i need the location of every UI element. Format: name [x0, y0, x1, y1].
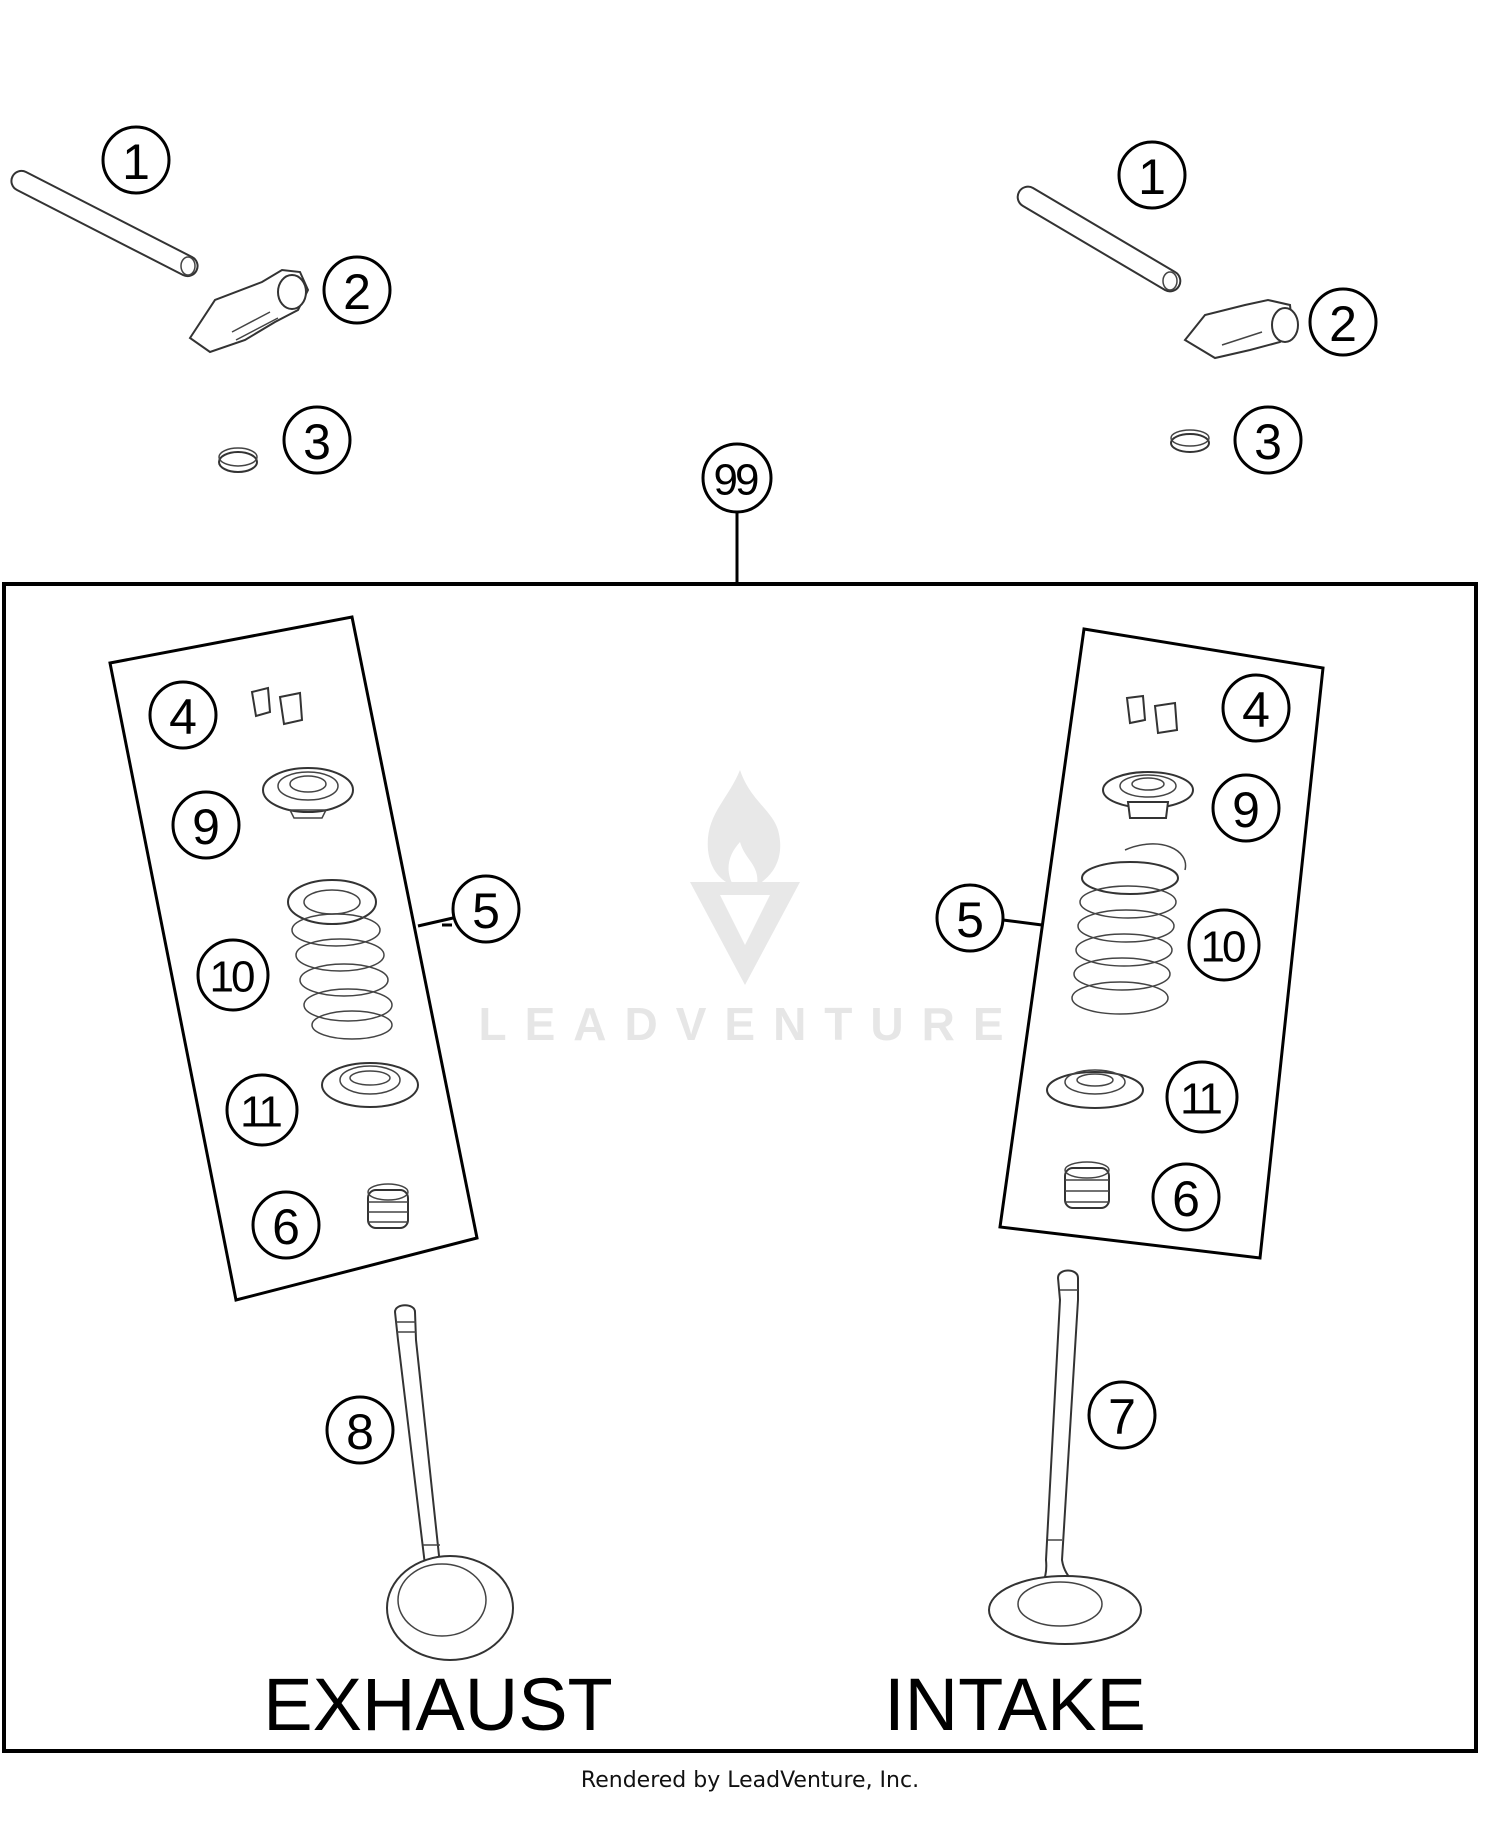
watermark: LEADVENTURE — [478, 770, 1021, 1050]
spring-seat-icon — [1046, 1069, 1144, 1109]
svg-text:1: 1 — [122, 134, 150, 190]
svg-text:5: 5 — [472, 883, 500, 939]
valve-keepers-icon — [1125, 694, 1179, 735]
footer-credit: Rendered by LeadVenture, Inc. — [580, 1768, 920, 1793]
rocker-arm-icon — [188, 268, 310, 354]
callout-10-intake: 10 — [1187, 908, 1261, 982]
callout-5-intake: 5 — [935, 883, 1005, 953]
callout-7-intake-valve: 7 — [1087, 1380, 1157, 1450]
svg-text:6: 6 — [272, 1199, 300, 1255]
callout-6-exhaust: 6 — [251, 1190, 321, 1260]
svg-text:5: 5 — [956, 892, 984, 948]
svg-text:4: 4 — [1242, 682, 1270, 738]
valve-spring-icon — [1071, 843, 1187, 1015]
callout-5-exhaust: 5 — [451, 874, 521, 944]
callout-6-intake: 6 — [1151, 1162, 1221, 1232]
svg-text:3: 3 — [303, 414, 331, 470]
svg-text:1: 1 — [1138, 149, 1166, 205]
callout-11-exhaust: 11 — [225, 1073, 299, 1147]
shim-icon — [218, 447, 258, 473]
callout-11-intake: 11 — [1165, 1060, 1239, 1134]
callout-3-right: 3 — [1233, 405, 1303, 475]
exhaust-label: EXHAUST — [263, 1663, 613, 1746]
top-right-group: 1 2 3 — [1016, 140, 1378, 475]
svg-text:7: 7 — [1108, 1389, 1136, 1445]
svg-text:11: 11 — [1180, 1075, 1221, 1124]
callout-3-left: 3 — [282, 405, 352, 475]
callout-4-intake: 4 — [1221, 673, 1291, 743]
rocker-arm-icon — [1183, 298, 1299, 360]
top-left-group: 1 2 3 — [10, 125, 392, 475]
valve-keepers-icon — [250, 686, 304, 726]
callout-1-left: 1 — [101, 125, 171, 195]
callout-2-right: 2 — [1308, 287, 1378, 357]
intake-kit-panel: 5 — [935, 627, 1325, 1260]
callout-4-exhaust: 4 — [148, 680, 218, 750]
shim-icon — [1170, 429, 1210, 453]
svg-text:10: 10 — [1201, 923, 1245, 972]
exhaust-valve-icon — [386, 1304, 514, 1661]
leadventure-logo-icon — [690, 770, 800, 985]
svg-text:4: 4 — [169, 689, 197, 745]
spring-retainer-icon — [1102, 771, 1194, 819]
callout-9-intake: 9 — [1211, 773, 1281, 843]
watermark-text: LEADVENTURE — [478, 998, 1021, 1050]
valve-stem-seal-icon — [367, 1183, 409, 1229]
svg-text:9: 9 — [1232, 782, 1260, 838]
svg-text:9: 9 — [192, 799, 220, 855]
callout-1-right: 1 — [1117, 140, 1187, 210]
exhaust-kit-panel: 5 — [108, 615, 521, 1302]
svg-text:6: 6 — [1172, 1171, 1200, 1227]
callout-8-exhaust-valve: 8 — [325, 1395, 395, 1465]
svg-text:3: 3 — [1254, 414, 1282, 470]
assembly-callout-99: 99 — [701, 442, 773, 583]
svg-text:11: 11 — [240, 1088, 281, 1137]
intake-label: INTAKE — [884, 1663, 1146, 1746]
svg-text:10: 10 — [210, 953, 254, 1002]
rocker-shaft-pin-icon — [1016, 185, 1182, 293]
spring-seat-icon — [321, 1062, 419, 1108]
callout-2-left: 2 — [322, 255, 392, 325]
intake-valve-icon — [988, 1269, 1142, 1645]
valve-spring-icon — [287, 879, 393, 1040]
spring-retainer-icon — [262, 767, 354, 819]
callout-9-exhaust: 9 — [171, 790, 241, 860]
svg-text:2: 2 — [1329, 296, 1357, 352]
svg-text:99: 99 — [714, 456, 758, 505]
valve-stem-seal-icon — [1064, 1161, 1110, 1209]
callout-10-exhaust: 10 — [196, 938, 270, 1012]
rocker-shaft-pin-icon — [10, 169, 199, 278]
svg-text:2: 2 — [343, 264, 371, 320]
svg-text:8: 8 — [346, 1404, 374, 1460]
assembly-frame — [2, 582, 1478, 1753]
